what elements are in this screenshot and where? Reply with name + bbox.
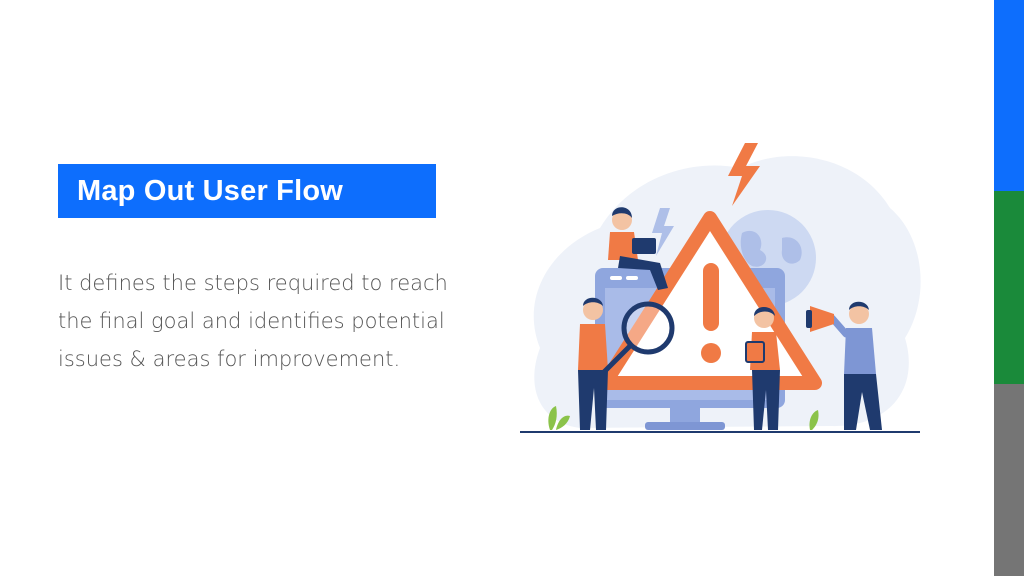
person-with-clipboard	[745, 307, 780, 430]
accent-stripe-gray	[994, 384, 1024, 576]
slide-body-text: It defines the steps required to reach t…	[58, 271, 448, 371]
accent-stripe-blue	[994, 0, 1024, 191]
plant-right	[809, 410, 819, 430]
person-with-magnifier	[578, 297, 675, 430]
lightning-icon-small	[652, 208, 674, 256]
clipboard-icon	[745, 341, 765, 363]
person-with-megaphone	[806, 301, 882, 430]
accent-stripe-green	[994, 191, 1024, 384]
title-banner: Map Out User Flow	[58, 164, 436, 218]
plant-left	[548, 406, 570, 430]
person-with-laptop	[608, 207, 668, 290]
issue-illustration	[520, 143, 921, 433]
magnifier-icon	[595, 301, 675, 381]
slide-title: Map Out User Flow	[77, 174, 344, 207]
lightning-icon	[728, 143, 760, 206]
megaphone-icon	[806, 306, 834, 332]
